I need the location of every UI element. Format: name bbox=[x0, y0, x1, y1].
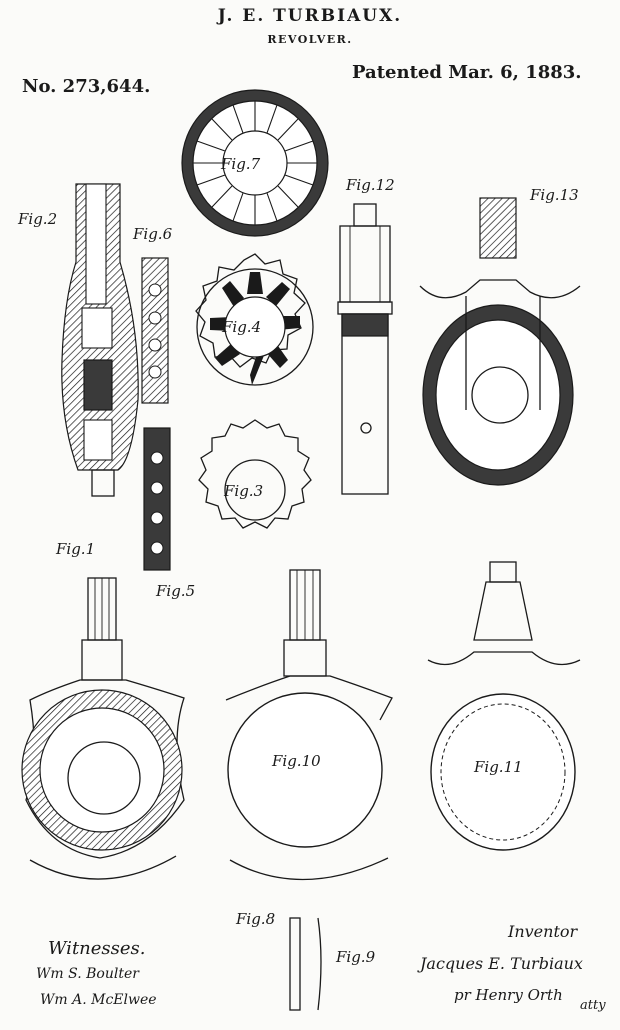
fig4-label: Fig.4 bbox=[222, 318, 262, 336]
witnesses-label: Witnesses. bbox=[48, 938, 146, 959]
fig10-label: Fig.10 bbox=[272, 752, 321, 770]
fig6-label: Fig.6 bbox=[133, 225, 173, 243]
fig12-drawing bbox=[337, 203, 393, 495]
inventor-label: Inventor bbox=[508, 922, 578, 941]
fig6-drawing bbox=[141, 257, 169, 404]
fig9-label: Fig.9 bbox=[336, 948, 376, 966]
invention-title: REVOLVER. bbox=[267, 33, 353, 46]
inventor-signature: Jacques E. Turbiaux bbox=[420, 954, 583, 973]
fig3-drawing bbox=[198, 419, 312, 529]
fig1-drawing bbox=[21, 577, 185, 880]
fig2-drawing bbox=[61, 183, 139, 497]
fig4-drawing bbox=[195, 253, 314, 386]
attorney-abbrev: atty bbox=[580, 998, 606, 1013]
fig5-drawing bbox=[143, 427, 171, 571]
fig8-label: Fig.8 bbox=[236, 910, 276, 928]
fig2-label: Fig.2 bbox=[18, 210, 58, 228]
fig3-label: Fig.3 bbox=[224, 482, 264, 500]
patent-number: No. 273,644. bbox=[22, 76, 151, 97]
fig11-label: Fig.11 bbox=[474, 758, 523, 776]
fig8-drawing bbox=[289, 917, 301, 1011]
inventor-name-heading: J. E. TURBIAUX. bbox=[217, 6, 403, 26]
fig10-drawing bbox=[225, 569, 393, 881]
fig7-label: Fig.7 bbox=[221, 155, 261, 173]
fig5-label: Fig.5 bbox=[156, 582, 196, 600]
fig13-label: Fig.13 bbox=[530, 186, 579, 204]
witness-signature-2: Wm A. McElwee bbox=[40, 992, 157, 1008]
fig11-drawing bbox=[427, 561, 581, 851]
attorney-signature: pr Henry Orth bbox=[454, 986, 563, 1004]
fig1-label: Fig.1 bbox=[56, 540, 96, 558]
patent-date: Patented Mar. 6, 1883. bbox=[352, 62, 582, 83]
witness-signature-1: Wm S. Boulter bbox=[36, 966, 139, 982]
fig13-drawing bbox=[419, 197, 581, 486]
fig7-drawing bbox=[181, 89, 329, 237]
fig9-drawing bbox=[317, 917, 322, 1011]
fig12-label: Fig.12 bbox=[346, 176, 395, 194]
